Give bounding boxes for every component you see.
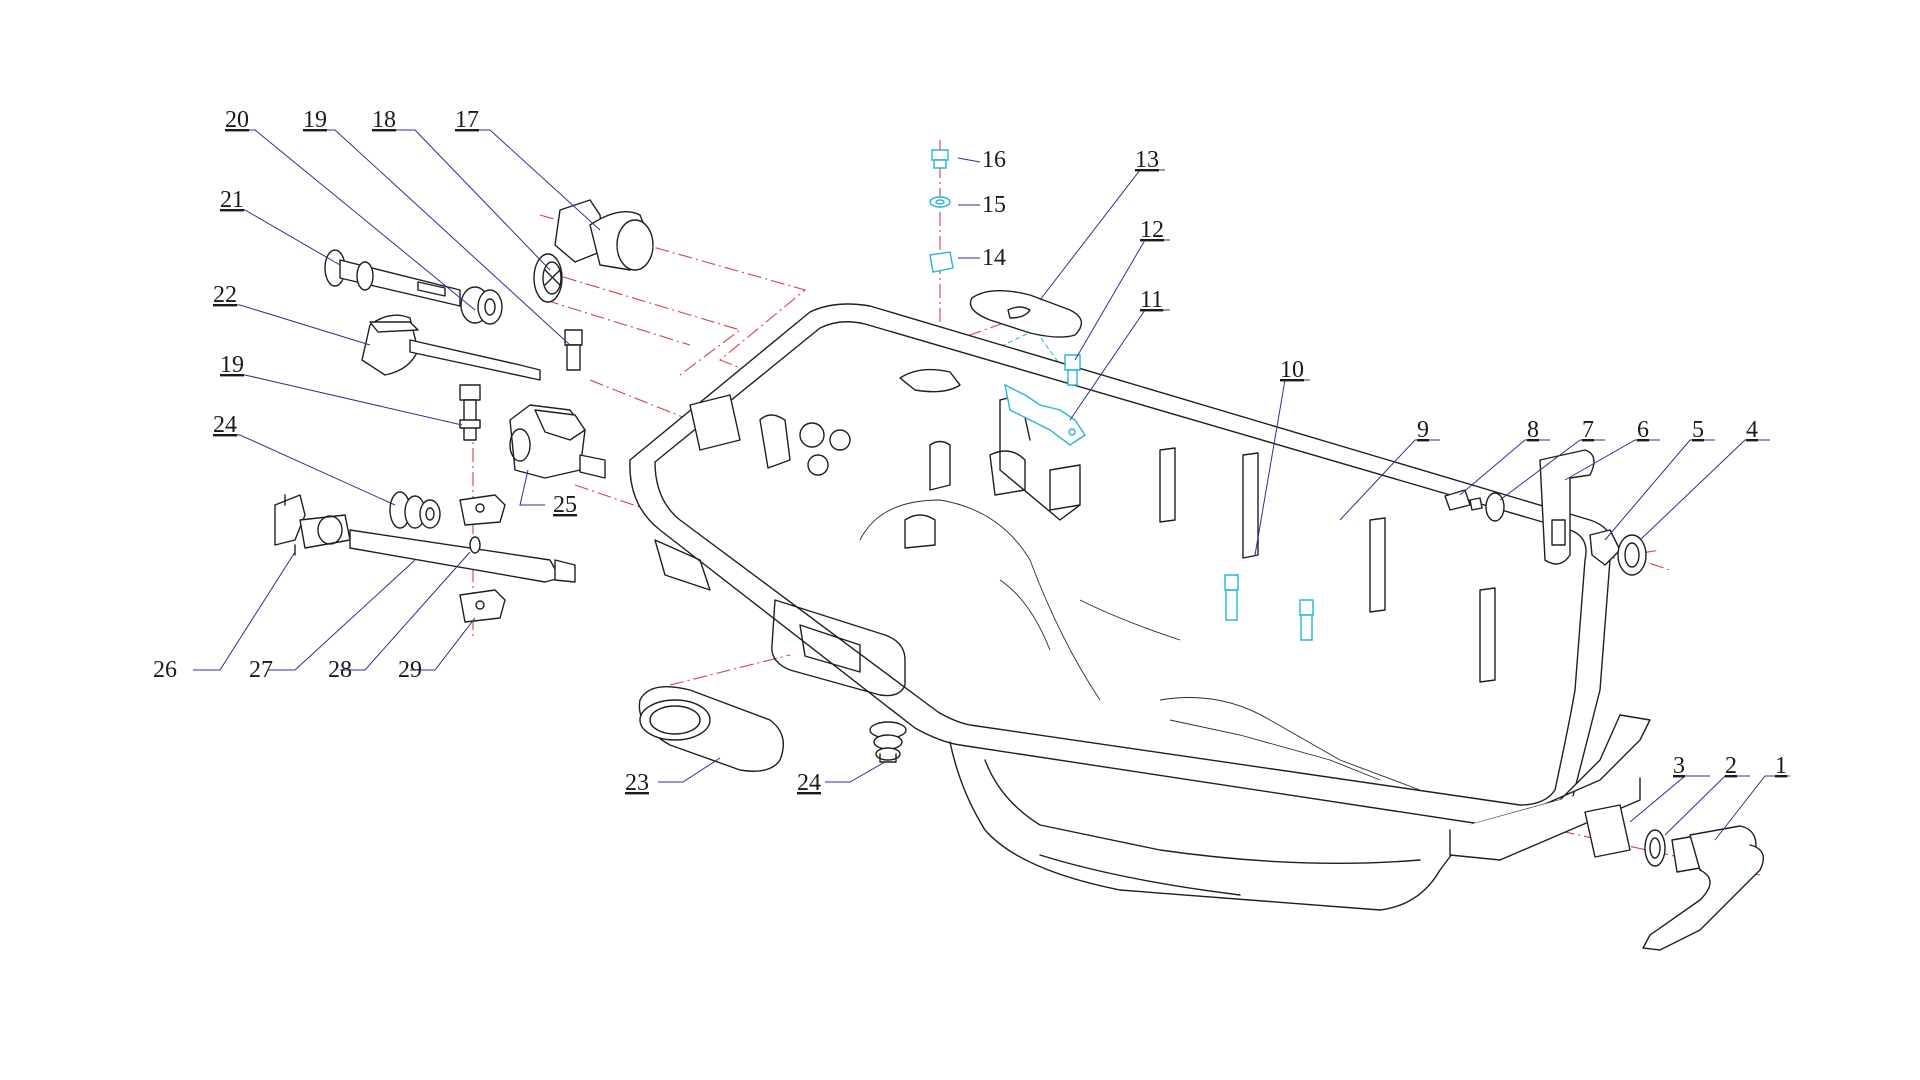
- cover-23: [638, 686, 784, 772]
- clip-28: [469, 536, 481, 554]
- callout-23: 23: [625, 770, 649, 796]
- lever-group-1-3: [1584, 804, 1764, 951]
- grommet-24b: [869, 721, 907, 763]
- callout-13: 13: [1135, 147, 1159, 173]
- callout-19a: 19: [303, 107, 327, 133]
- callout-4: 4: [1746, 417, 1758, 443]
- grommet-plate-13: [899, 290, 1083, 393]
- handle-rod-22: [361, 314, 541, 381]
- callout-12: 12: [1140, 217, 1164, 243]
- callout-16: 16: [982, 147, 1006, 173]
- callout-15: 15: [982, 192, 1006, 218]
- bolt-19a: [564, 329, 583, 371]
- grommet-18: [533, 253, 563, 303]
- callout-18: 18: [372, 107, 396, 133]
- callout-29: 29: [398, 657, 422, 683]
- callout-3: 3: [1673, 753, 1685, 779]
- callout-20: 20: [225, 107, 249, 133]
- bushing-20: [460, 286, 503, 325]
- callout-6: 6: [1637, 417, 1649, 443]
- cable-fitting-26: [274, 494, 351, 556]
- grommet-24a: [389, 491, 441, 529]
- bracket-11: [1004, 383, 1086, 446]
- screw-12: [1064, 354, 1081, 386]
- callout-14: 14: [982, 245, 1006, 271]
- bolt-19b: [459, 384, 481, 441]
- callout-7: 7: [1582, 417, 1594, 443]
- screws-10: [1224, 574, 1314, 641]
- leader-lines: [193, 129, 1790, 841]
- cable-27: [349, 529, 576, 583]
- callout-8: 8: [1527, 417, 1539, 443]
- latch-group-4-8: [1444, 449, 1647, 576]
- callout-25: 25: [553, 492, 577, 518]
- callout-24a: 24: [213, 412, 237, 438]
- lower-cowling-housing: [629, 303, 1651, 911]
- clamps-29: [459, 494, 506, 623]
- callout-9: 9: [1417, 417, 1429, 443]
- plunger-21: [324, 249, 461, 307]
- callout-1: 1: [1775, 753, 1787, 779]
- fastener-stack-14-16: [929, 149, 954, 273]
- callout-27: 27: [249, 657, 273, 683]
- callout-28: 28: [328, 657, 352, 683]
- callout-22: 22: [213, 282, 237, 308]
- callout-21: 21: [220, 187, 244, 213]
- shift-block-25: [509, 404, 606, 479]
- callout-labels: 1 2 3 4 5 6 7 8 9 10 11 12 13 14 15 16 1…: [153, 107, 1787, 796]
- callout-10: 10: [1280, 357, 1304, 383]
- callout-19b: 19: [220, 352, 244, 378]
- callout-17: 17: [455, 107, 479, 133]
- callout-5: 5: [1692, 417, 1704, 443]
- cap-17: [554, 199, 654, 271]
- callout-2: 2: [1725, 753, 1737, 779]
- callout-11: 11: [1140, 287, 1163, 313]
- callout-26: 26: [153, 657, 177, 683]
- callout-24b: 24: [797, 770, 821, 796]
